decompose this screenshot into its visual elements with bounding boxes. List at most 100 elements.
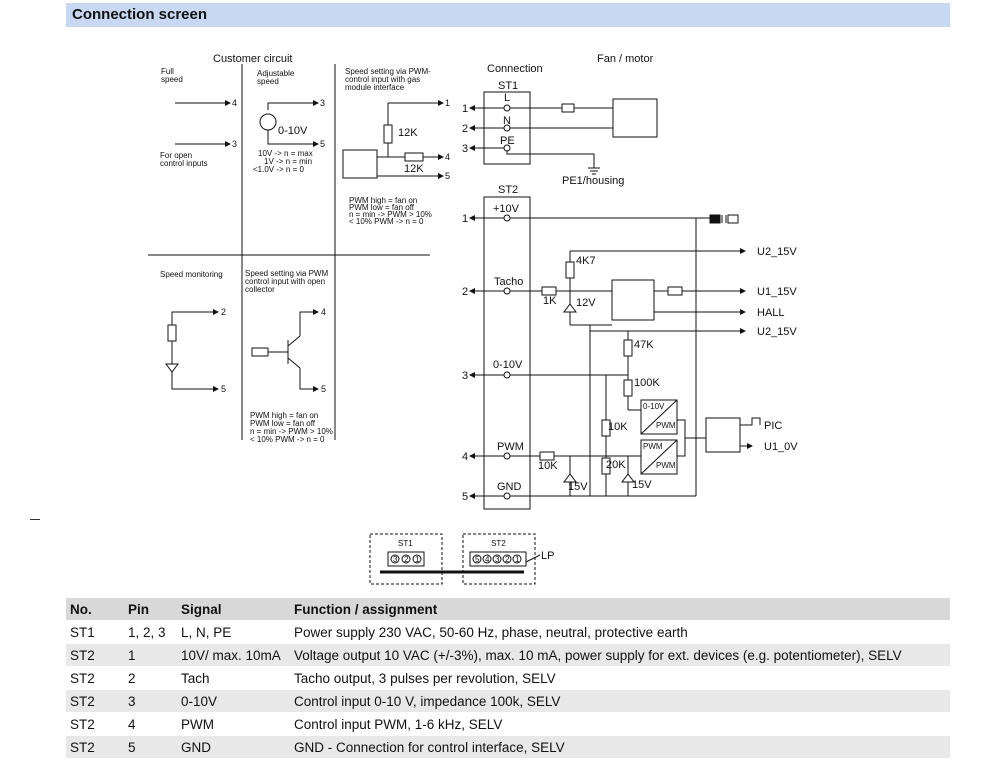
st1-plug bbox=[387, 551, 425, 567]
table-cell: ST2 bbox=[66, 689, 124, 713]
pin-tacho-label: Tacho bbox=[494, 276, 523, 288]
oc-wire bbox=[287, 309, 319, 347]
table-cell: 5 bbox=[124, 735, 177, 759]
connector-pin: 3 bbox=[393, 555, 398, 564]
gas-note: < 10% PWM -> n = 0 bbox=[349, 217, 424, 226]
pin-number: 3 bbox=[462, 370, 468, 382]
pin-n-label: N bbox=[503, 115, 511, 127]
divider-mark bbox=[30, 519, 40, 520]
resistor-1k bbox=[541, 286, 557, 296]
table-cell: L, N, PE bbox=[177, 620, 290, 644]
st2-block bbox=[483, 196, 531, 510]
resistor-100k bbox=[623, 379, 633, 397]
connection-diagram: Customer circuit Full speed Adjustable s… bbox=[148, 53, 798, 585]
table-header-row: No. Pin Signal Function / assignment bbox=[66, 598, 950, 621]
st2-connector bbox=[462, 533, 536, 585]
pot-wire bbox=[267, 130, 319, 147]
motor-block bbox=[612, 98, 658, 138]
fuse-symbol bbox=[561, 103, 575, 113]
pin-number: 1 bbox=[445, 98, 450, 108]
table-cell: Tacho output, 3 pulses per revolution, S… bbox=[290, 666, 950, 690]
output-label: U2_15V bbox=[757, 326, 797, 338]
adjustable-label: Adjustable bbox=[257, 69, 295, 78]
open-input-label: For open bbox=[160, 151, 192, 160]
st2-plug bbox=[469, 551, 527, 567]
table-header: Pin bbox=[124, 598, 177, 621]
connector-pin: 5 bbox=[475, 555, 480, 564]
table-cell: 0-10V bbox=[177, 689, 290, 713]
st1-label: ST1 bbox=[498, 80, 518, 92]
converter-0-10v-pwm bbox=[640, 399, 678, 435]
connector-pin: 1 bbox=[515, 555, 520, 564]
resistor-12k bbox=[404, 152, 424, 162]
table-header: Function / assignment bbox=[290, 598, 950, 621]
pin-number: 4 bbox=[445, 152, 450, 162]
pin-number: 3 bbox=[320, 98, 325, 108]
pin-assignment-table: No. Pin Signal Function / assignment ST1… bbox=[66, 598, 950, 759]
table-cell: GND bbox=[177, 735, 290, 759]
pin-number: 1 bbox=[462, 213, 468, 225]
r12k-label: 12K bbox=[398, 127, 418, 139]
full-speed-label: Full bbox=[161, 67, 174, 76]
adjustable-label: speed bbox=[257, 77, 279, 86]
connector-label: LP bbox=[541, 550, 554, 562]
pin-number: 4 bbox=[462, 451, 468, 463]
pin-number: 3 bbox=[232, 139, 237, 149]
oc-wire bbox=[287, 357, 319, 392]
table-cell: Tach bbox=[177, 666, 290, 690]
block-label: 0-10V bbox=[643, 402, 665, 411]
pin-pe-label: PE bbox=[500, 135, 515, 147]
pin-10v-label: +10V bbox=[493, 203, 520, 215]
resistor-12k bbox=[383, 124, 393, 144]
resistor-47k bbox=[623, 339, 633, 357]
pin-number: 4 bbox=[232, 98, 237, 108]
zener-label: 15V bbox=[632, 479, 652, 491]
pin-number: 5 bbox=[445, 171, 450, 181]
pin-number: 1 bbox=[462, 103, 468, 115]
connector-pin: 3 bbox=[495, 555, 500, 564]
zener-label: 15V bbox=[568, 481, 588, 493]
table-cell: 4 bbox=[124, 712, 177, 736]
table-cell: 3 bbox=[124, 689, 177, 713]
table-cell: 2 bbox=[124, 666, 177, 690]
gas-title: module interface bbox=[345, 83, 405, 92]
r12k-label: 12K bbox=[404, 163, 424, 175]
pot-note: <1.0V -> n = 0 bbox=[253, 165, 304, 174]
pot-label: 0-10V bbox=[278, 125, 308, 137]
gas-title: control input with gas bbox=[345, 75, 420, 84]
block-label: PWM bbox=[656, 421, 676, 430]
oc-note: < 10% PWM -> n = 0 bbox=[250, 435, 325, 444]
pin-number: 2 bbox=[221, 307, 226, 317]
table-cell: ST2 bbox=[66, 666, 124, 690]
pin-pwm-label: PWM bbox=[497, 441, 524, 453]
connection-label: Connection bbox=[487, 63, 543, 75]
section-header: Connection screen bbox=[66, 3, 950, 27]
table-row: ST2 3 0-10V Control input 0-10 V, impeda… bbox=[66, 689, 950, 713]
zener-label: 12V bbox=[576, 297, 596, 309]
pin-number: 2 bbox=[462, 123, 468, 135]
connector-pin: 2 bbox=[505, 555, 510, 564]
table-row: ST2 2 Tach Tacho output, 3 pulses per re… bbox=[66, 666, 950, 690]
table-cell: 1, 2, 3 bbox=[124, 620, 177, 644]
connector-label: ST1 bbox=[398, 539, 413, 548]
customer-title: Customer circuit bbox=[213, 53, 292, 65]
gas-title: Speed setting via PWM- bbox=[345, 67, 431, 76]
resistor-label: 20K bbox=[606, 459, 626, 471]
oc-title: Speed setting via PWM bbox=[245, 269, 328, 278]
table-cell: GND - Connection for control interface, … bbox=[290, 735, 950, 759]
resistor-label: 4K7 bbox=[576, 255, 596, 267]
output-label: PIC bbox=[764, 420, 782, 432]
oc-title: control input with open bbox=[245, 277, 325, 286]
connector-pin: 1 bbox=[415, 555, 420, 564]
resistor-label: 10K bbox=[538, 460, 558, 472]
pe1-label: PE1/housing bbox=[562, 175, 624, 187]
connector-label: ST2 bbox=[491, 539, 506, 548]
table-cell: 1 bbox=[124, 643, 177, 667]
table-header: Signal bbox=[177, 598, 290, 621]
output-label: U2_15V bbox=[757, 246, 797, 258]
oc-note: PWM low = fan off bbox=[250, 419, 316, 428]
gas-note: n = min -> PWM > 10% bbox=[349, 210, 432, 219]
table-cell: Control input PWM, 1-6 kHz, SELV bbox=[290, 712, 950, 736]
pin-number: 2 bbox=[462, 286, 468, 298]
table-cell: Control input 0-10 V, impedance 100k, SE… bbox=[290, 689, 950, 713]
